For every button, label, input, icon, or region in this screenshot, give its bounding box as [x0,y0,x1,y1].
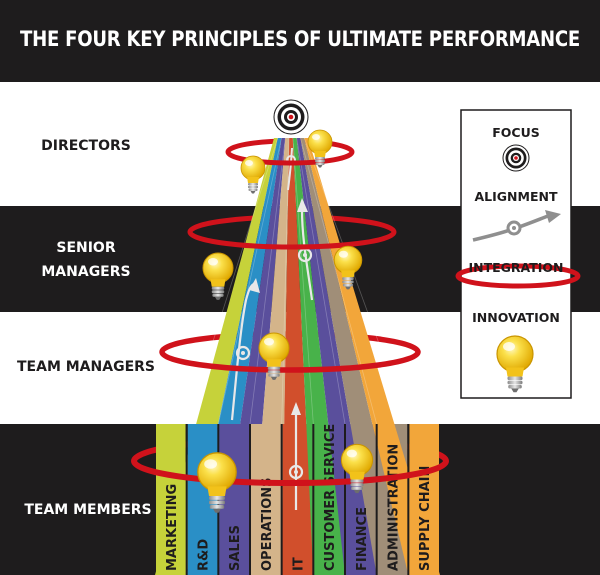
innovation-bulb-icon [333,245,363,290]
lane-separator [292,137,314,425]
legend-alignment-label: ALIGNMENT [475,189,558,204]
legend-integration-label: INTEGRATION [468,260,563,275]
innovation-bulb-icon [202,252,234,300]
alignment-node-mid-dot [303,253,307,257]
lane-separator [300,137,378,425]
department-label-it: IT [292,557,307,571]
department-label-supply-chain: SUPPLY CHAIN [418,466,433,571]
department-label-operations: OPERATIONS [260,477,275,571]
level-label-directors: DIRECTORS [41,138,131,154]
legend-innovation-label: INNOVATION [472,310,560,325]
lane-separator [249,137,286,425]
ring-front-team-members [131,460,449,486]
lane-separator [296,137,346,425]
ring-front-senior [187,231,397,250]
department-label-r-d: R&D [197,539,212,571]
lane-separator [186,137,279,425]
department-label-finance: FINANCE [355,507,370,571]
level-label-senior-managers-line1: SENIOR [56,240,115,256]
lane-column-supply-chain [409,424,439,575]
innovation-bulb-icon [258,332,290,380]
legend-focus-icon [502,144,530,172]
alignment-arrows [230,147,314,510]
department-label-administration: ADMINISTRATION [387,444,402,571]
title-band [0,0,600,82]
innovation-bulbs [197,129,374,513]
arrowhead-mid [297,198,308,212]
level-label-team-members: TEAM MEMBERS [24,502,151,518]
alignment-node-left-dot [241,351,245,355]
department-label-sales: SALES [228,525,243,571]
innovation-bulb-icon [340,443,374,494]
lane-separator [303,137,409,425]
arrowhead-bottom [291,402,301,415]
legend-innovation-bulb-icon [496,335,534,393]
page-title: THE FOUR KEY PRINCIPLES OF ULTIMATE PERF… [20,27,580,51]
lane-column-it [282,424,313,575]
integration-rings-front [131,151,449,486]
ring-front-directors [225,151,355,166]
focus-target-icon [273,99,309,135]
legend-box: FOCUS ALIGNMENT INTEGRATION INNOVATION [455,109,581,399]
alignment-node-bottom-dot [294,470,298,474]
department-label-marketing: MARKETING [165,484,180,571]
ring-front-team-managers [159,351,421,373]
innovation-bulb-icon [240,155,266,194]
arrowhead-left [249,278,260,293]
legend-focus-label: FOCUS [492,125,540,140]
alignment-arrow-top [287,147,293,191]
lane-column-marketing [156,424,186,575]
legend-integration-ring-back [455,263,581,277]
innovation-bulb-icon [307,129,333,168]
legend-integration-ring-front [455,275,581,289]
level-label-team-managers: TEAM MANAGERS [17,359,155,375]
lane-separators [185,137,410,575]
alignment-node-bottom [288,464,304,480]
alignment-node-left [235,345,251,361]
innovation-bulb-icon [197,452,237,513]
department-label-customer-service: CUSTOMER SERVICE [323,424,338,571]
lane-column-operations [251,424,281,575]
level-label-senior-managers-line2: MANAGERS [41,264,130,280]
legend-alignment-icon [472,210,561,242]
lane-separator [217,137,282,425]
